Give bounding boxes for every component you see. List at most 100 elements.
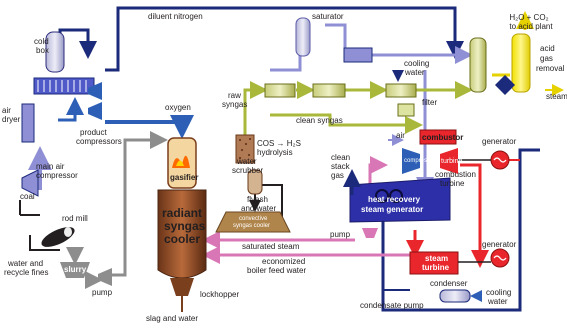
label-cooling-water-bottom-2: water bbox=[488, 297, 508, 306]
combustor-box bbox=[419, 129, 457, 145]
saturator-vessel bbox=[295, 17, 311, 57]
radiant-syngas-cooler bbox=[157, 189, 207, 279]
agr-valve bbox=[495, 75, 515, 95]
label-acid-gas-removal-2: gas bbox=[540, 54, 553, 63]
label-clean-stack-gas-2: stack bbox=[331, 162, 350, 171]
label-product-compressors-1: product bbox=[80, 128, 107, 137]
diluent-nitrogen-line bbox=[105, 6, 464, 72]
label-compressor: compressor bbox=[404, 158, 436, 164]
label-radiant-2: syngas bbox=[164, 219, 206, 233]
main-air-compressor bbox=[21, 169, 39, 197]
label-flyash-2: and water bbox=[241, 204, 277, 213]
label-air: air bbox=[396, 131, 405, 140]
label-oxygen: oxygen bbox=[165, 103, 191, 112]
label-water-fines-1: water and bbox=[8, 259, 44, 268]
product-compressor-1 bbox=[88, 82, 102, 100]
label-cold-box-2: box bbox=[36, 46, 49, 55]
label-acid-gas-removal-3: removal bbox=[536, 64, 565, 73]
label-water-scrubber-2: scrubber bbox=[232, 166, 264, 175]
label-steam-turbine-2: turbine bbox=[422, 263, 450, 272]
label-pump-mid: pump bbox=[330, 230, 351, 239]
gt-compressor bbox=[402, 148, 420, 174]
label-radiant-1: radiant bbox=[162, 206, 203, 220]
cold-box-exchanger bbox=[33, 77, 95, 95]
label-generator-bottom: generator bbox=[482, 240, 517, 249]
syngas-exchanger-1 bbox=[264, 83, 296, 98]
slurry-tank bbox=[60, 262, 90, 278]
label-hrsg-1: heat recovery bbox=[368, 195, 421, 204]
cold-box-vessel bbox=[45, 31, 65, 73]
label-flyash-1: flyash bbox=[247, 195, 268, 204]
label-cos-hydrolysis-2: hydrolysis bbox=[257, 148, 293, 157]
saturator-drop-line bbox=[270, 55, 302, 72]
label-combustor: combustor bbox=[422, 133, 464, 142]
label-diluent-nitrogen: diluent nitrogen bbox=[148, 12, 203, 21]
label-saturator: saturator bbox=[312, 12, 344, 21]
label-product-compressors-2: compressors bbox=[76, 137, 122, 146]
hrsg-to-turbine-steam bbox=[460, 163, 489, 268]
label-main-air-compressor-2: compressor bbox=[36, 171, 78, 180]
label-combustion-turbine-1: combustion bbox=[435, 170, 476, 179]
cos-hydrolysis-reactor bbox=[235, 134, 255, 164]
clean-syngas-line bbox=[270, 113, 423, 134]
coal-feed-line bbox=[19, 200, 40, 216]
label-main-air-compressor-1: main air bbox=[36, 162, 65, 171]
condensate-return-line bbox=[381, 148, 540, 312]
label-clean-syngas: clean syngas bbox=[296, 116, 343, 125]
label-slag-water: slag and water bbox=[146, 314, 199, 323]
raw-syngas-line bbox=[243, 81, 268, 135]
label-rod-mill: rod mill bbox=[62, 214, 88, 223]
agr-absorber bbox=[469, 37, 487, 93]
agr-stripper bbox=[511, 33, 531, 93]
saturator-exchanger bbox=[343, 47, 373, 63]
label-economized-2: boiler feed water bbox=[247, 266, 307, 275]
label-cooling-water-bottom-1: cooling bbox=[486, 288, 512, 297]
slurry-to-gasifier-line bbox=[112, 131, 168, 277]
filter bbox=[397, 103, 415, 117]
steam-turbine-box bbox=[409, 251, 459, 275]
label-radiant-3: cooler bbox=[164, 232, 201, 246]
label-clean-stack-gas-3: gas bbox=[331, 171, 344, 180]
label-cooling-water-top-1: cooling bbox=[404, 59, 430, 68]
label-pump-left: pump bbox=[92, 288, 113, 297]
water-fines-line bbox=[29, 235, 60, 251]
label-lockhopper: lockhopper bbox=[200, 290, 240, 299]
product-compressor-2 bbox=[88, 102, 102, 120]
lockhopper bbox=[170, 278, 194, 296]
label-combustion-turbine-2: turbine bbox=[440, 179, 465, 188]
label-steam-right: steam bbox=[546, 92, 567, 101]
gt-turbine bbox=[440, 148, 458, 174]
air-dryer bbox=[21, 103, 35, 143]
label-cooling-water-top-2: water bbox=[405, 68, 425, 77]
label-convective-cooler-1: convective bbox=[239, 216, 268, 222]
label-condenser: condenser bbox=[430, 279, 468, 288]
syngas-cooler-exchanger bbox=[385, 83, 417, 98]
label-acid-gas-removal-1: acid bbox=[540, 44, 555, 53]
label-gasifier: gasifier bbox=[170, 173, 199, 182]
convective-syngas-cooler bbox=[215, 211, 291, 233]
label-water-scrubber-1: water bbox=[237, 157, 257, 166]
label-cold-box-1: cold bbox=[34, 37, 49, 46]
condenser bbox=[439, 289, 471, 303]
label-water-fines-2: recycle fines bbox=[4, 268, 49, 277]
label-clean-stack-gas-1: clean bbox=[331, 153, 351, 162]
saturator-line bbox=[325, 23, 347, 48]
label-condensate-pump: condensate pump bbox=[360, 301, 424, 310]
label-hrsg-2: steam generator bbox=[361, 205, 424, 214]
label-coal: coal bbox=[20, 192, 35, 201]
feedwater-pump bbox=[362, 228, 378, 238]
label-air-dryer-1: air bbox=[2, 106, 11, 115]
label-filter: filter bbox=[422, 98, 438, 107]
label-air-dryer-2: dryer bbox=[2, 115, 21, 124]
label-cos-hydrolysis-1: COS → H₂S bbox=[257, 139, 301, 148]
syngas-exchanger-2 bbox=[312, 83, 346, 98]
label-convective-cooler-2: syngas cooler bbox=[233, 223, 271, 229]
label-raw-syngas-1: raw bbox=[228, 91, 241, 100]
water-scrubber bbox=[247, 169, 263, 195]
label-h2o-co2: H₂O + CO₂ bbox=[509, 13, 549, 22]
label-to-acid-plant: to acid plant bbox=[509, 22, 553, 31]
label-slurry: slurry bbox=[64, 265, 87, 274]
label-turbine: turbine bbox=[441, 158, 463, 165]
